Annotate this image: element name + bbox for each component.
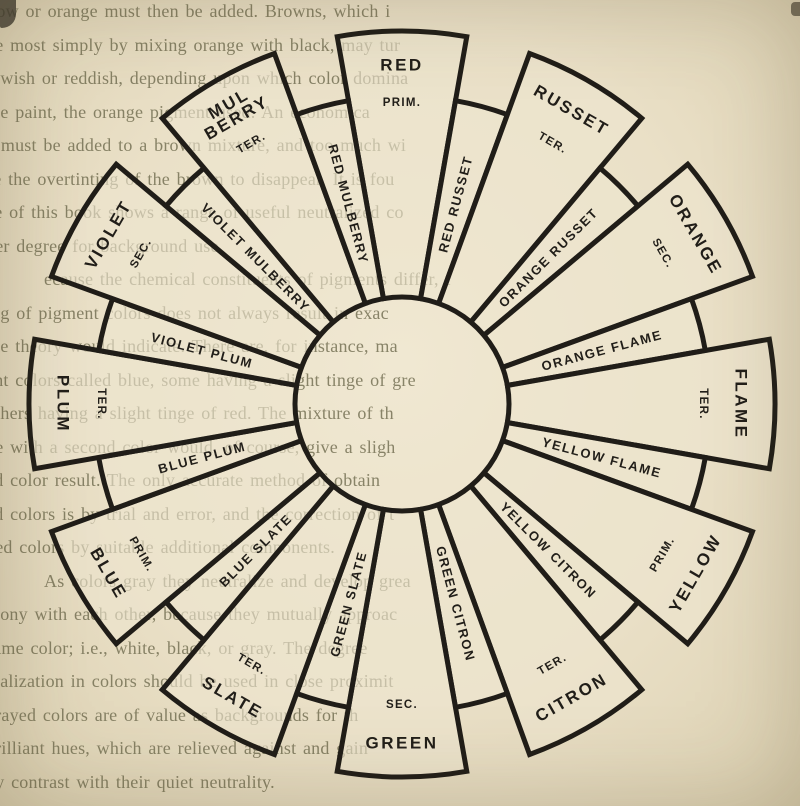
wedge-flame [504, 336, 778, 472]
flame-degree-label: TER. [697, 388, 709, 419]
red-label: RED [380, 56, 423, 75]
page-corner-mark-left [0, 0, 16, 28]
wedge-orange [480, 160, 756, 371]
wedge-green [334, 506, 470, 780]
wedge-plum [26, 336, 300, 472]
wedge-red [334, 28, 470, 302]
page-corner-mark-right [791, 2, 800, 16]
wedge-yellow [480, 437, 756, 648]
page-text-line: lowish or reddish, depending upon which … [0, 68, 409, 88]
red-degree-label: PRIM. [383, 97, 421, 109]
wedge-blue [48, 437, 324, 648]
plum-degree-label: TER. [95, 388, 107, 419]
page-text-line: by contrast with their quiet neutrality. [0, 771, 275, 792]
wedge-citron [435, 482, 646, 758]
page-text-line: de most simply by mixing orange with bla… [0, 34, 401, 55]
page-text-line: llow or orange must then be added. Brown… [0, 1, 391, 21]
green-label: GREEN [366, 734, 439, 753]
wedge-slate [158, 482, 369, 758]
wedge-violet [48, 160, 324, 371]
green-degree-label: SEC. [386, 699, 418, 711]
plum-label: PLUM [54, 375, 73, 433]
wedge-red-mulberry [293, 97, 387, 307]
flame-label: FLAME [732, 368, 751, 439]
wedge-mulberry [158, 50, 369, 326]
wedge-russet [435, 50, 646, 326]
